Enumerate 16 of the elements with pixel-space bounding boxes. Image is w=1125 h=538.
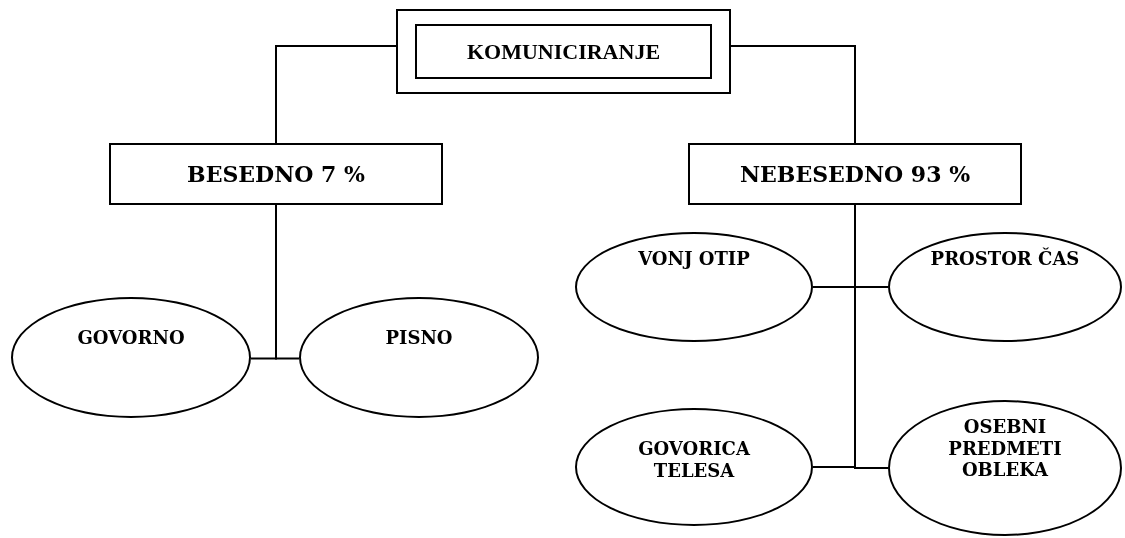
node-label: NEBESEDNO 93 %	[739, 161, 971, 187]
node-label: VONJ OTIP	[638, 248, 750, 270]
node-label: PROSTOR ČAS	[930, 248, 1080, 270]
title-box	[396, 9, 731, 94]
category-box	[688, 143, 1022, 205]
node-label: OSEBNI PREDMETI OBLEKA	[947, 416, 1063, 481]
connector-line	[854, 204, 889, 469]
node-label: GOVORICA TELESA	[637, 438, 752, 482]
node-label: KOMUNICIRANJE	[466, 38, 661, 65]
node-label: PISNO	[385, 327, 453, 349]
connector-line	[275, 45, 397, 144]
node-label: BESEDNO 7 %	[187, 161, 365, 187]
node-label: GOVORNO	[77, 327, 185, 349]
connector-line	[730, 45, 856, 144]
category-box	[109, 143, 443, 205]
connector-line	[275, 204, 300, 360]
